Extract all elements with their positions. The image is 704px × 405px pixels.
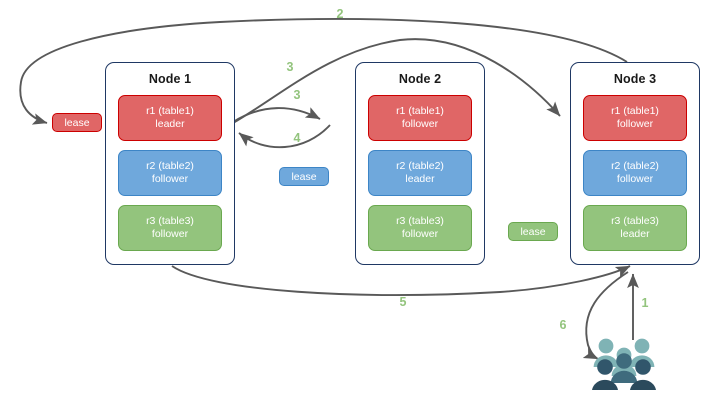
replica-role: follower xyxy=(616,118,654,130)
step-label-5: 5 xyxy=(399,295,407,309)
step-label-3a: 3 xyxy=(286,60,294,74)
arrow-step-6 xyxy=(582,271,629,360)
replica-role: leader xyxy=(405,173,435,185)
node-container-1: Node 1 r1 (table1) leader r2 (table2) fo… xyxy=(105,62,235,265)
replica-name: r3 (table3) xyxy=(396,215,444,227)
replica-name: r3 (table3) xyxy=(611,215,659,227)
arrow-step-3-node3 xyxy=(232,38,561,124)
node-container-3: Node 3 r1 (table1) follower r2 (table2) … xyxy=(570,62,700,265)
replica-r1-node3[interactable]: r1 (table1) follower xyxy=(583,95,687,141)
people-group-icon xyxy=(592,338,656,390)
replica-name: r2 (table2) xyxy=(611,160,659,172)
replica-name: r1 (table1) xyxy=(146,105,194,117)
replica-role: follower xyxy=(151,228,189,240)
replica-r2-node1[interactable]: r2 (table2) follower xyxy=(118,150,222,196)
replica-name: r2 (table2) xyxy=(146,160,194,172)
step-label-1: 1 xyxy=(641,296,649,310)
replica-list-2: r1 (table1) follower r2 (table2) leader … xyxy=(368,95,472,260)
replica-role: follower xyxy=(151,173,189,185)
arrow-step-5 xyxy=(171,265,631,296)
replica-r1-node1[interactable]: r1 (table1) leader xyxy=(118,95,222,141)
replica-role: follower xyxy=(401,228,439,240)
replica-role: leader xyxy=(620,228,650,240)
replica-name: r2 (table2) xyxy=(396,160,444,172)
replica-role: follower xyxy=(401,118,439,130)
arrow-step-4 xyxy=(238,124,331,149)
step-label-4: 4 xyxy=(293,131,301,145)
step-label-6: 6 xyxy=(559,318,567,332)
replica-r3-node2[interactable]: r3 (table3) follower xyxy=(368,205,472,251)
step-label-3b: 3 xyxy=(293,88,301,102)
replica-r3-node3[interactable]: r3 (table3) leader xyxy=(583,205,687,251)
node-container-2: Node 2 r1 (table1) follower r2 (table2) … xyxy=(355,62,485,265)
replica-r1-node2[interactable]: r1 (table1) follower xyxy=(368,95,472,141)
arrow-step-3-node2 xyxy=(232,107,321,123)
replica-list-1: r1 (table1) leader r2 (table2) follower … xyxy=(118,95,222,260)
step-label-2: 2 xyxy=(336,7,344,21)
replica-r2-node3[interactable]: r2 (table2) follower xyxy=(583,150,687,196)
node-title-1: Node 1 xyxy=(148,72,192,86)
replica-name: r3 (table3) xyxy=(146,215,194,227)
replica-list-3: r1 (table1) follower r2 (table2) followe… xyxy=(583,95,687,260)
lease-badge-blue[interactable]: lease xyxy=(279,167,329,186)
arrow-step-2 xyxy=(19,18,628,125)
lease-badge-green[interactable]: lease xyxy=(508,222,558,241)
replica-name: r1 (table1) xyxy=(611,105,659,117)
replica-r2-node2[interactable]: r2 (table2) leader xyxy=(368,150,472,196)
lease-badge-red[interactable]: lease xyxy=(52,113,102,132)
replica-name: r1 (table1) xyxy=(396,105,444,117)
node-title-2: Node 2 xyxy=(398,72,442,86)
replica-role: leader xyxy=(155,118,185,130)
node-title-3: Node 3 xyxy=(613,72,657,86)
replica-role: follower xyxy=(616,173,654,185)
replica-r3-node1[interactable]: r3 (table3) follower xyxy=(118,205,222,251)
